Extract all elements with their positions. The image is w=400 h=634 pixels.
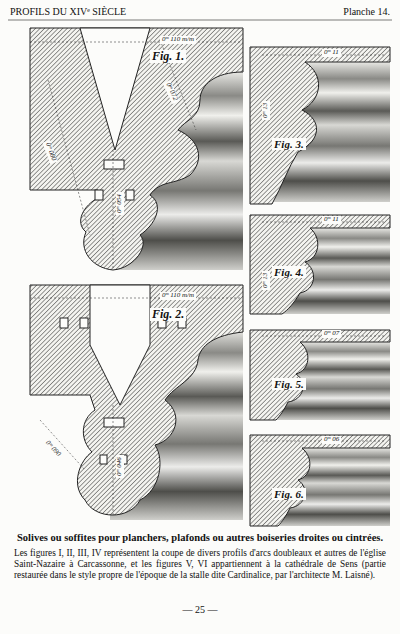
- dimension: 0ᵐ 13: [262, 271, 270, 290]
- dimension: 0ᵐ 07: [322, 330, 341, 338]
- figure-label: Fig. 4.: [272, 266, 306, 278]
- dimension: 0ᵐ 110 m/m: [160, 292, 196, 300]
- dimension: 0ᵐ 054: [116, 192, 124, 215]
- dimension: 0ᵐ 06: [322, 436, 341, 444]
- plate-caption: Les figures I, II, III, IV représentent …: [14, 548, 386, 581]
- plate-number: Planche 14.: [343, 6, 390, 17]
- figure-label: Fig. 5.: [272, 378, 306, 390]
- figure-label: Fig. 2.: [150, 308, 186, 321]
- dimension: 0ᵐ 090: [42, 438, 63, 460]
- dimension: 0ᵐ 13: [262, 101, 270, 120]
- plate-title: Solives ou soffites pour planchers, plaf…: [10, 532, 390, 544]
- figure-label: Fig. 1.: [150, 50, 186, 63]
- dimension: 0ᵐ 110 m/m: [160, 36, 196, 44]
- dimension: 0ᵐ 046: [116, 455, 124, 478]
- dimension: 0ᵐ 11: [322, 49, 341, 57]
- page-number: — 25 —: [183, 604, 218, 615]
- running-head: PROFILS DU XIVᵉ SIÈCLE: [10, 6, 126, 17]
- figure-label: Fig. 6.: [272, 488, 306, 500]
- figure-label: Fig. 3.: [272, 138, 306, 150]
- dimension: 0ᵐ 11: [322, 216, 341, 224]
